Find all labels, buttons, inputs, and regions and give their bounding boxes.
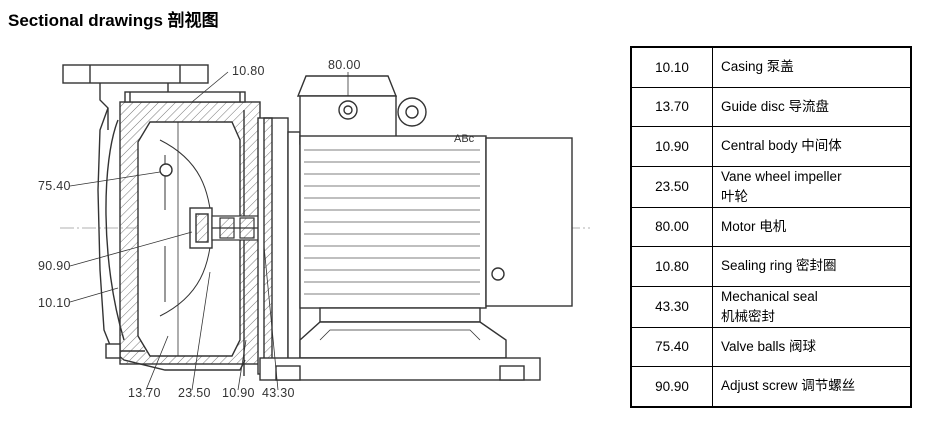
motor	[259, 75, 573, 381]
part-description: Mechanical seal 机械密封	[712, 285, 912, 328]
table-row: 43.30 Mechanical seal 机械密封	[630, 285, 912, 328]
callout-80-00: 80.00	[328, 58, 361, 72]
table-row: 90.90 Adjust screw 调节螺丝	[630, 366, 912, 407]
part-code: 90.90	[630, 366, 713, 407]
table-row: 10.90 Central body 中间体	[630, 126, 912, 167]
mechanical-seal	[211, 215, 300, 241]
part-code: 75.40	[630, 326, 713, 367]
callout-75-40: 75.40	[38, 179, 71, 193]
parts-table: 10.10 Casing 泵盖 13.70 Guide disc 导流盘 10.…	[630, 46, 912, 408]
page-title: Sectional drawings 剖视图	[8, 11, 219, 30]
part-description: Guide disc 导流盘	[712, 86, 912, 127]
table-row: 10.10 Casing 泵盖	[630, 46, 912, 88]
part-description: Adjust screw 调节螺丝	[712, 366, 912, 407]
callout-90-90: 90.90	[38, 259, 71, 273]
table-row: 80.00 Motor 电机	[630, 206, 912, 247]
table-row: 23.50 Vane wheel impeller 叶轮	[630, 165, 912, 208]
part-description: Sealing ring 密封圈	[712, 246, 912, 287]
central-body	[257, 117, 301, 375]
part-code: 10.80	[630, 246, 713, 287]
motor-label: ABc	[454, 133, 475, 145]
part-code: 23.50	[630, 165, 713, 208]
part-description: Central body 中间体	[712, 126, 912, 167]
part-code: 43.30	[630, 285, 713, 328]
callout-13-70: 13.70	[128, 386, 161, 400]
part-code: 13.70	[630, 86, 713, 127]
part-description: Vane wheel impeller 叶轮	[712, 165, 912, 208]
callout-23-50: 23.50	[178, 386, 211, 400]
callout-10-90: 10.90	[222, 386, 255, 400]
callout-10-10: 10.10	[38, 296, 71, 310]
part-description: Valve balls 阀球	[712, 326, 912, 367]
part-code: 80.00	[630, 206, 713, 247]
callout-10-80: 10.80	[232, 64, 265, 78]
part-description: Casing 泵盖	[712, 46, 912, 88]
part-code: 10.90	[630, 126, 713, 167]
table-row: 75.40 Valve balls 阀球	[630, 326, 912, 367]
table-row: 13.70 Guide disc 导流盘	[630, 86, 912, 127]
sectional-drawing: ABc	[60, 64, 590, 391]
part-code: 10.10	[630, 46, 713, 88]
table-row: 10.80 Sealing ring 密封圈	[630, 246, 912, 287]
part-description: Motor 电机	[712, 206, 912, 247]
leader-lines	[69, 71, 349, 391]
callout-43-30: 43.30	[262, 386, 295, 400]
